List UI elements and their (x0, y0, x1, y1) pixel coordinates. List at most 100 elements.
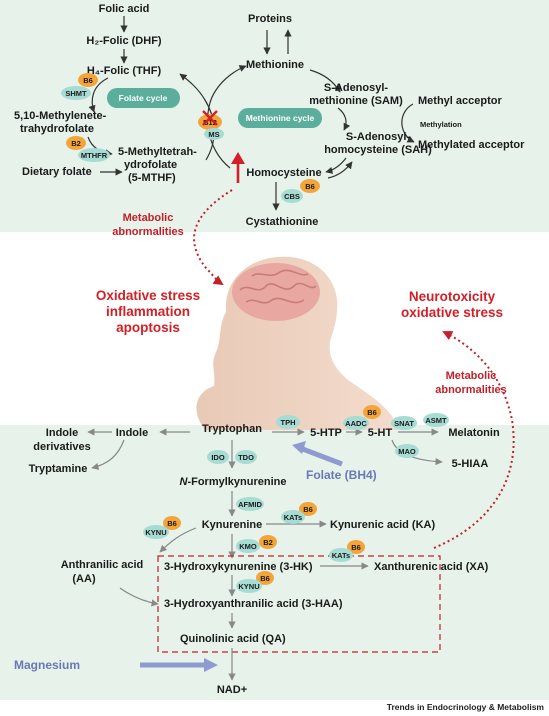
cbs-text: CBS (284, 192, 300, 201)
metabolic-right-line1: Metabolic (446, 370, 497, 382)
arrow-thf-methylene (88, 77, 109, 113)
b6-kats2-text: B6 (351, 543, 361, 552)
3haa-label: 3-Hydroxyanthranilic acid (3-HAA) (164, 598, 343, 610)
xanthurenic-label: Xanthurenic acid (XA) (374, 561, 489, 573)
arrow-sam-sah (337, 107, 351, 131)
kynu-badge-1 (143, 525, 169, 539)
5htp-label: 5-HTP (310, 427, 342, 439)
sam-line1: S-Adenosyl- (324, 82, 389, 94)
magnesium-arrowhead (204, 658, 218, 672)
tryptophan-label: Tryptophan (202, 423, 262, 435)
mthfr-badge (78, 148, 110, 162)
b6-kats1-text: B6 (303, 505, 313, 514)
asmt-badge (423, 413, 449, 427)
mao-badge (395, 444, 419, 458)
increase-arrow-icon (231, 152, 245, 164)
five-mthf-line3: (5-MTHF) (128, 172, 176, 184)
arrow-kyn-aa (159, 527, 197, 553)
kats-1-text: KATs (284, 513, 302, 522)
tph-text: TPH (281, 418, 296, 427)
b6-kynu1-text: B6 (167, 519, 177, 528)
mao-text: MAO (398, 447, 416, 456)
mthfr-text: MTHFR (81, 151, 108, 160)
aadc-text: AADC (345, 419, 367, 428)
b12-badge (198, 114, 222, 130)
ox-stress-line1: Oxidative stress (96, 288, 200, 303)
kynurenic-acid-label: Kynurenic acid (KA) (330, 519, 435, 531)
metabolic-right-line2: abnormalities (435, 384, 507, 396)
3hk-label: 3-Hydroxykynurenine (3-HK) (164, 561, 313, 573)
folate-bh4-arrowhead (292, 441, 306, 454)
kynu-2-text: KYNU (238, 582, 259, 591)
tph-badge (276, 415, 300, 429)
methylated-acceptor-label: Methylated acceptor (418, 139, 525, 151)
neurotox-line2: oxidative stress (401, 305, 503, 320)
b6-badge-kynu1 (163, 516, 181, 530)
kynu-badge-2 (236, 579, 262, 593)
ido-text: IDO (211, 453, 225, 462)
tdo-badge (235, 450, 257, 464)
dhf-label: H₂-Folic (DHF) (86, 35, 161, 47)
folate-bh4-label: Folate (BH4) (306, 468, 377, 482)
folate-bh4-arrow (299, 445, 343, 467)
sam-line2: methionine (SAM) (309, 95, 403, 107)
brain-folds (239, 269, 317, 304)
methylene-thf-line1: 5,10-Methylenete- (14, 110, 107, 122)
metabolic-left-line1: Metabolic (123, 212, 174, 224)
arrow-indole-tryptamine (91, 439, 125, 470)
asmt-text: ASMT (425, 416, 447, 425)
ido-badge (207, 450, 229, 464)
kats-badge-1 (281, 510, 305, 524)
b2-text: B2 (71, 139, 81, 148)
nfk-rest: -Formylkynurenine (187, 476, 286, 488)
b12-text: B12 (203, 118, 217, 127)
neurotox-line1: Neurotoxicity (409, 289, 496, 304)
homocysteine-label: Homocysteine (246, 167, 321, 179)
cystathionine-label: Cystathionine (246, 216, 319, 228)
b2-badge-kmo (259, 535, 277, 549)
indole-deriv-line1: Indole (46, 427, 78, 439)
sah-line2: homocysteine (SAH) (324, 144, 432, 156)
cbs-badge (281, 189, 303, 203)
afmid-badge (236, 497, 264, 511)
kats-2-text: KATs (332, 551, 350, 560)
5hiaa-label: 5-HIAA (452, 458, 489, 470)
five-mthf-line2: ydrofolate (124, 159, 177, 171)
b6-badge-kynu2 (256, 571, 274, 585)
dotted-arrow-left (193, 189, 233, 286)
methionine-cycle-label: Methionine cycle (246, 113, 315, 123)
kmo-badge (236, 539, 260, 553)
arrow-sah-hcy (325, 157, 347, 174)
sah-line1: S-Adenosyl- (346, 131, 411, 143)
dietary-folate-label: Dietary folate (22, 166, 92, 178)
arrow-hcy-sah (327, 161, 353, 179)
methionine-label: Methionine (246, 59, 304, 71)
tdo-text: TDO (238, 453, 254, 462)
ms-badge (204, 128, 224, 140)
neurotoxic-box (157, 555, 441, 653)
b6-kynu2-text: B6 (260, 574, 270, 583)
quinolinic-label: Quinolinic acid (QA) (180, 633, 286, 645)
b6-text: B6 (83, 76, 93, 85)
kmo-text: KMO (239, 542, 257, 551)
methionine-cycle-pill (238, 108, 322, 128)
kynu-1-text: KYNU (145, 528, 166, 537)
nad-label: NAD+ (217, 684, 247, 696)
five-mthf-line1: 5-Methyltetrah- (118, 146, 197, 158)
thf-label: H₄-Folic (THF) (87, 65, 162, 77)
ox-stress-line2: inflammation (106, 304, 190, 319)
b2-kmo-text: B2 (263, 538, 273, 547)
melatonin-label: Melatonin (448, 427, 500, 439)
b2-badge (66, 136, 86, 150)
b6-badge-kats2 (347, 540, 365, 554)
folate-cycle-pill (107, 88, 180, 108)
nfk-prefix: N (180, 476, 189, 488)
kynurenine-label: Kynurenine (202, 519, 263, 531)
indole-label: Indole (116, 427, 148, 439)
bottom-panel (0, 425, 549, 700)
arrow-methylation (401, 103, 415, 143)
afmid-text: AFMID (238, 500, 262, 509)
shmt-badge (61, 86, 91, 100)
